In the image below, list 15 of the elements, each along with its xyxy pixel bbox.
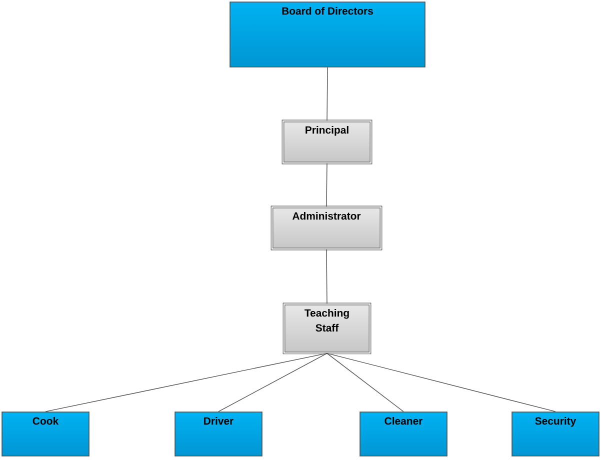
connector-line [45, 352, 328, 412]
org-box: Board of Directors [230, 2, 426, 68]
connector-line [326, 352, 556, 412]
org-box: Administrator [270, 206, 382, 250]
org-box: Security [512, 412, 600, 456]
connector-line [326, 352, 404, 412]
org-box: Cleaner [360, 412, 448, 456]
connector-line [218, 352, 328, 412]
connector-line [326, 67, 328, 122]
connector-line [326, 162, 328, 208]
org-box: Principal [282, 120, 372, 164]
org-box: Teaching Staff [282, 302, 372, 354]
connector-line [326, 248, 328, 304]
org-box: Cook [2, 412, 90, 456]
org-box: Driver [174, 412, 262, 456]
